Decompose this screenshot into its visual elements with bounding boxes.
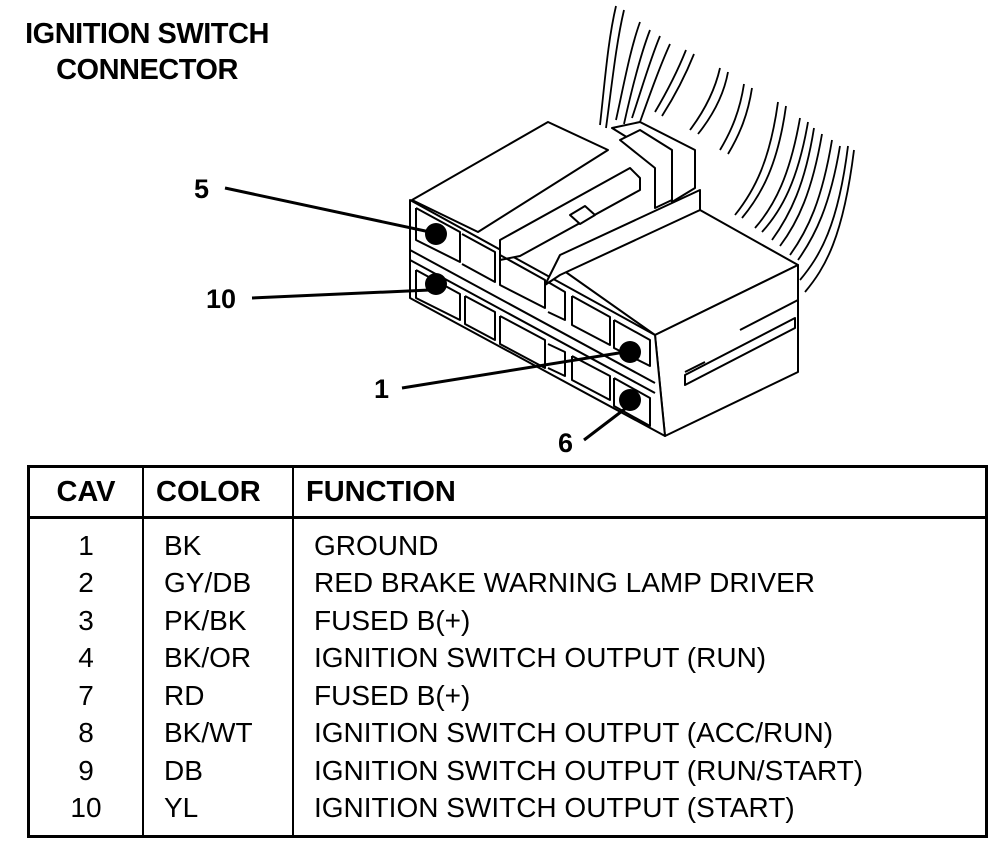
cell-function: IGNITION SWITCH OUTPUT (RUN/START) xyxy=(314,754,864,786)
cell-function: IGNITION SWITCH OUTPUT (START) xyxy=(314,792,795,824)
callout-6: 6 xyxy=(558,428,574,458)
table-row: 9 DB IGNITION SWITCH OUTPUT (RUN/START) xyxy=(28,752,987,790)
table-row: 3 PK/BK FUSED B(+) xyxy=(28,602,987,640)
header-cav: CAV xyxy=(28,466,144,519)
connector-body xyxy=(409,121,799,437)
cell-function: GROUND xyxy=(314,529,439,561)
table-row: 2 GY/DB RED BRAKE WARNING LAMP DRIVER xyxy=(28,564,987,602)
cell-function: FUSED B(+) xyxy=(314,604,471,636)
cell-function: FUSED B(+) xyxy=(314,679,471,711)
pinout-table: CAV COLOR FUNCTION 1 BK GROUND 2 GY/DB R… xyxy=(27,465,988,838)
cell-cav: 9 xyxy=(28,752,144,790)
cell-color: PK/BK xyxy=(143,602,294,640)
table-row: 1 BK GROUND xyxy=(28,517,987,565)
diagram-title: IGNITION SWITCH CONNECTOR xyxy=(4,16,290,88)
cell-function: RED BRAKE WARNING LAMP DRIVER xyxy=(314,567,815,599)
cell-cav: 1 xyxy=(28,517,144,565)
table-row: 4 BK/OR IGNITION SWITCH OUTPUT (RUN) xyxy=(28,639,987,677)
callout-1: 1 xyxy=(374,374,390,404)
header-color: COLOR xyxy=(143,466,294,519)
side-slot xyxy=(684,299,799,386)
leader-line-5 xyxy=(224,186,431,234)
cavity-6-terminal xyxy=(619,389,641,411)
cell-color: RD xyxy=(143,677,294,715)
cell-cav: 10 xyxy=(28,789,144,837)
callout-10: 10 xyxy=(206,284,237,314)
cell-cav: 2 xyxy=(28,564,144,602)
cell-color: DB xyxy=(143,752,294,790)
populated-cavities xyxy=(425,223,641,411)
cell-color: GY/DB xyxy=(143,564,294,602)
table-row: 7 RD FUSED B(+) xyxy=(28,677,987,715)
leader-line-6 xyxy=(583,403,631,442)
callout-5: 5 xyxy=(194,174,210,204)
cell-cav: 3 xyxy=(28,602,144,640)
cavity-1-terminal xyxy=(619,341,641,363)
header-function: FUNCTION xyxy=(293,466,987,519)
cell-color: BK xyxy=(143,517,294,565)
cell-color: BK/OR xyxy=(143,639,294,677)
table-row: 10 YL IGNITION SWITCH OUTPUT (START) xyxy=(28,789,987,837)
cell-function: IGNITION SWITCH OUTPUT (ACC/RUN) xyxy=(314,717,834,749)
connector-latch xyxy=(499,121,701,286)
leader-line-10 xyxy=(251,288,431,300)
connector-illustration xyxy=(224,5,855,442)
leader-lines xyxy=(224,186,631,442)
wire-bundle xyxy=(599,5,855,293)
table-header-row: CAV COLOR FUNCTION xyxy=(28,466,987,519)
cell-function: IGNITION SWITCH OUTPUT (RUN) xyxy=(314,642,767,674)
leader-line-1 xyxy=(401,350,626,390)
title-line-1: IGNITION SWITCH xyxy=(25,18,269,50)
cavity-5-terminal xyxy=(425,223,447,245)
cell-cav: 4 xyxy=(28,639,144,677)
cell-color: YL xyxy=(143,789,294,837)
cell-cav: 7 xyxy=(28,677,144,715)
title-line-2: CONNECTOR xyxy=(56,54,238,86)
cavity-grid xyxy=(409,207,656,427)
cavity-10-terminal xyxy=(425,273,447,295)
table-row: 8 BK/WT IGNITION SWITCH OUTPUT (ACC/RUN) xyxy=(28,714,987,752)
cell-cav: 8 xyxy=(28,714,144,752)
cell-color: BK/WT xyxy=(143,714,294,752)
